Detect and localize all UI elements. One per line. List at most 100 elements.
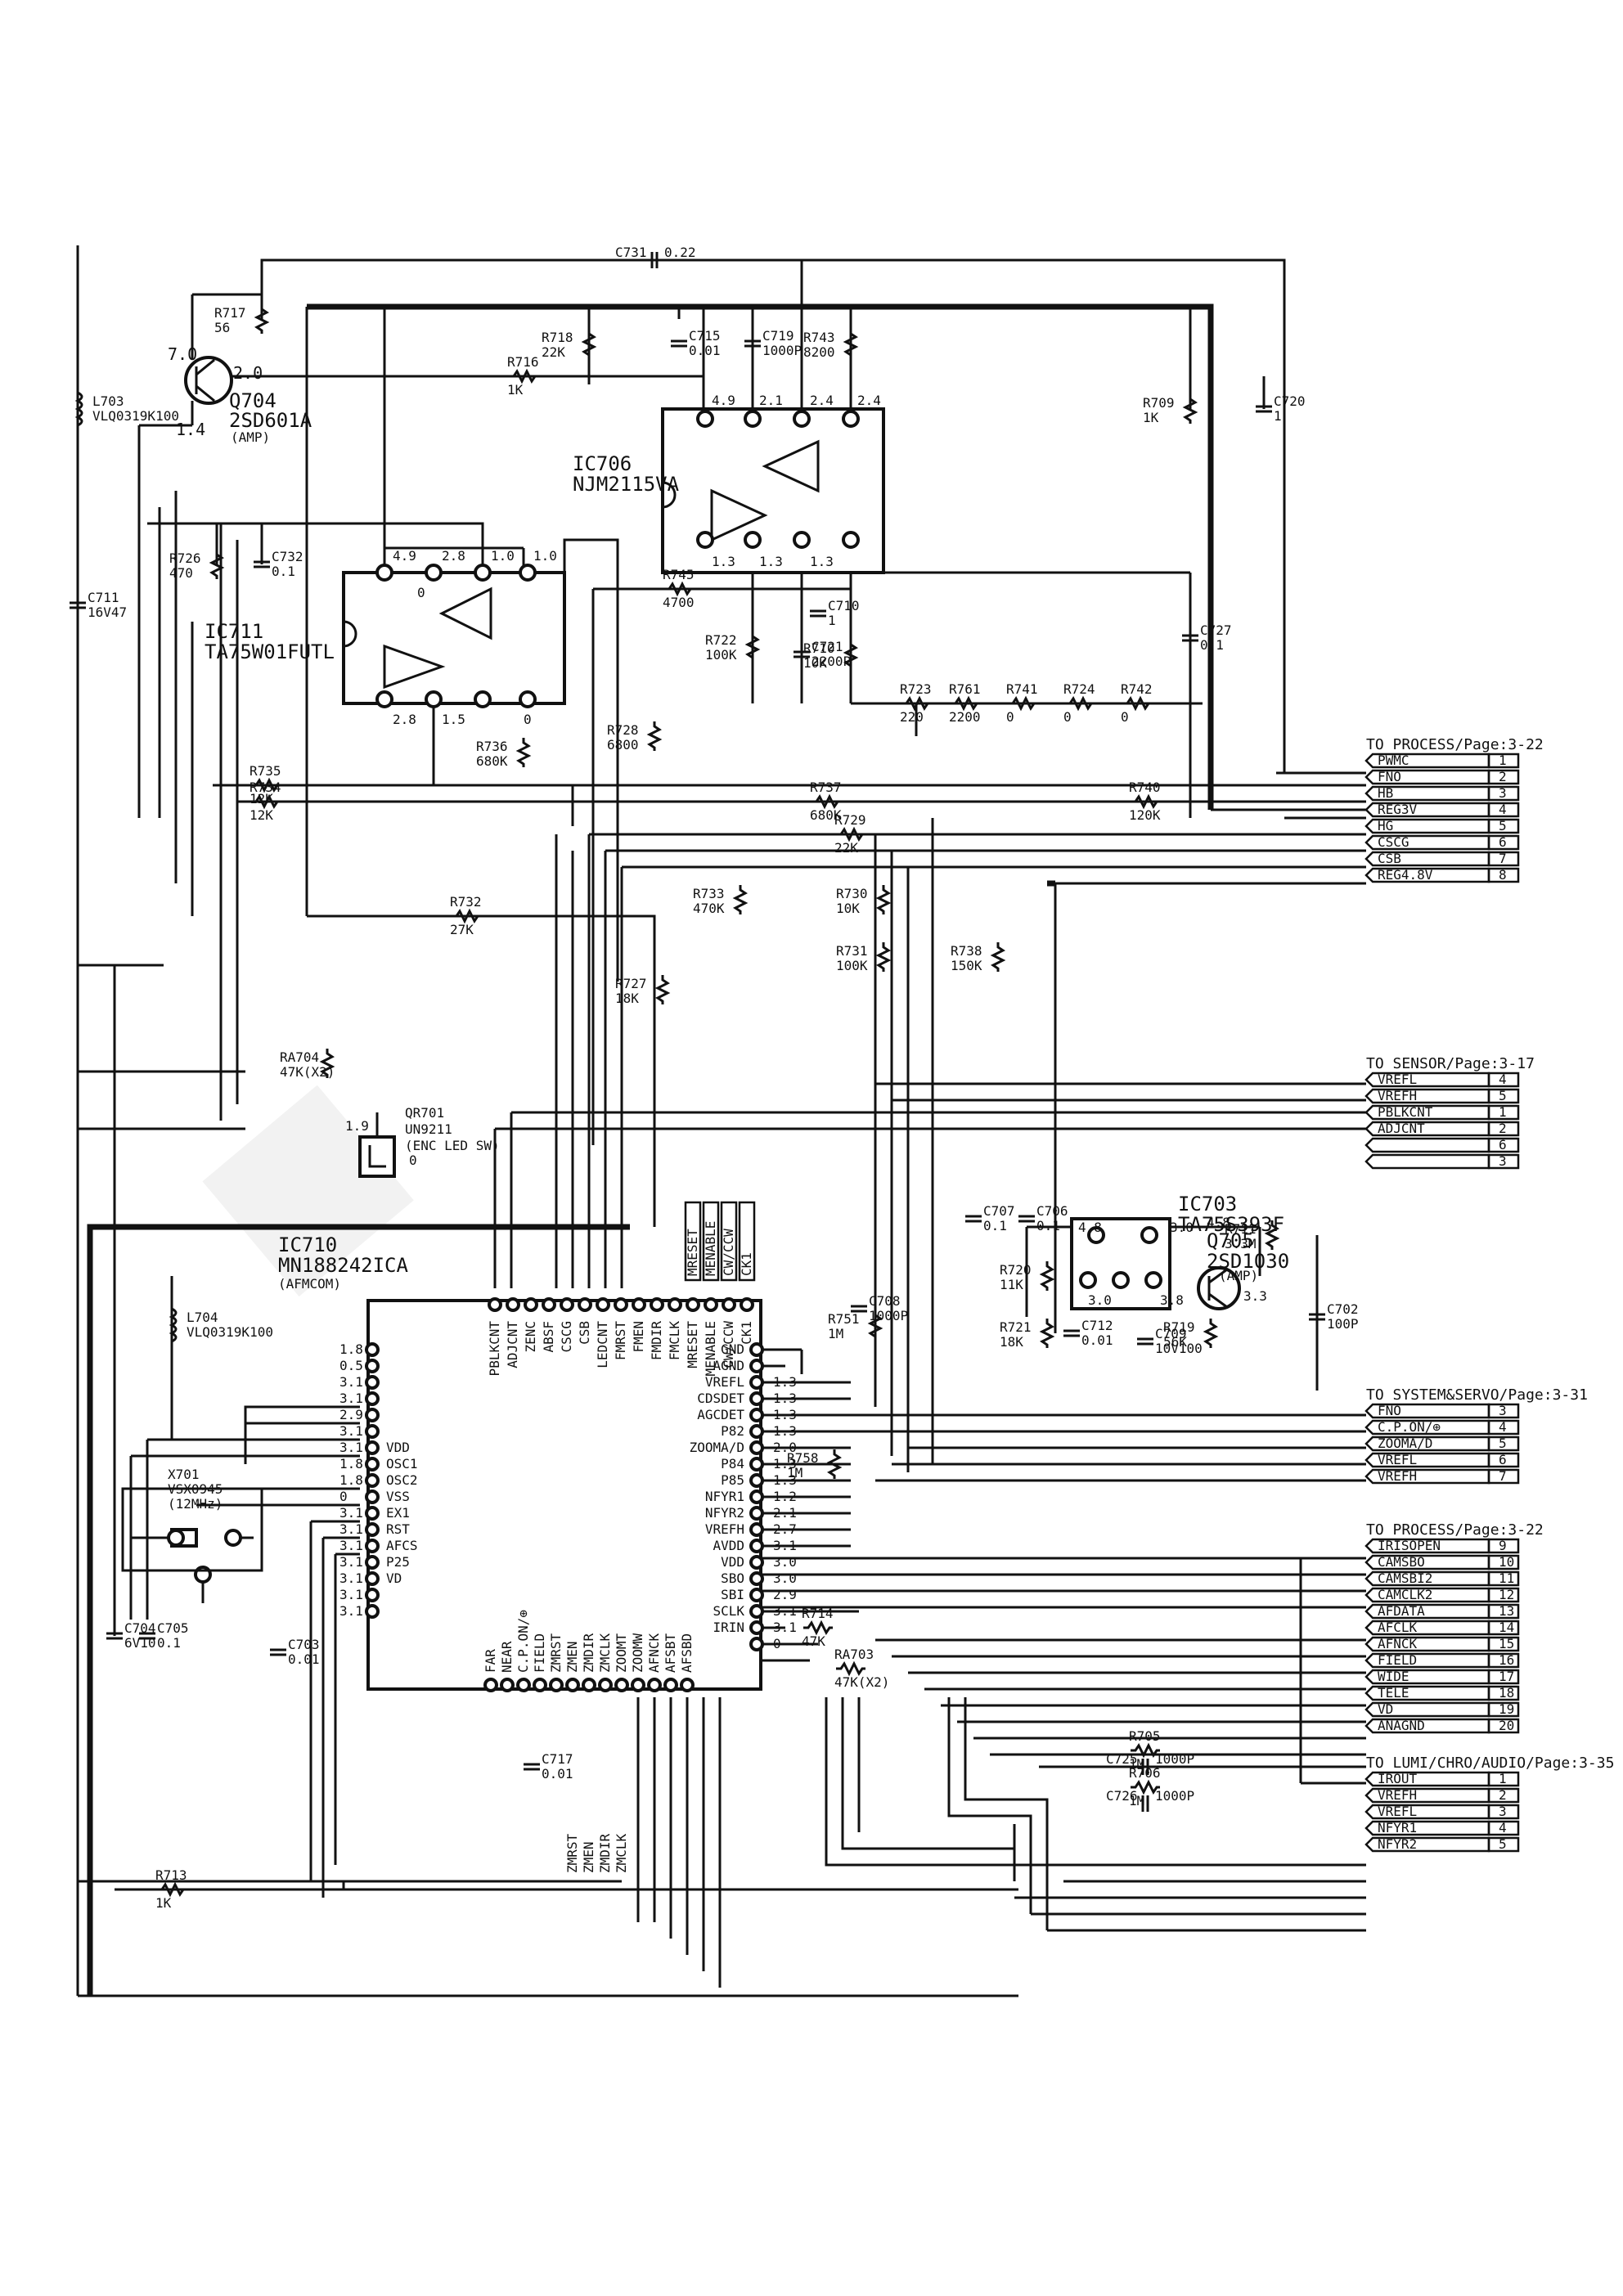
- ic710-top-pin: FMRST: [613, 1297, 628, 1361]
- resistor-ref: R722: [705, 632, 737, 648]
- resistor-ref: R718: [542, 330, 573, 345]
- resistor-value: 10K: [803, 655, 827, 671]
- ic710-left-pin: 1.8: [339, 1341, 380, 1357]
- resistor-r732: R732 27K: [450, 894, 482, 937]
- connector-pin: 7: [1499, 1468, 1507, 1484]
- pin-name: ZMCLK: [597, 1633, 613, 1673]
- capacitor-ref: C702: [1327, 1301, 1359, 1317]
- connector-signal: CAMCLK2: [1378, 1587, 1432, 1602]
- resistor-value: 10K: [836, 901, 860, 916]
- resistor-ref: R731: [836, 943, 868, 959]
- capacitor-value: 1000P: [762, 343, 802, 358]
- resistor-ref: R741: [1006, 681, 1038, 697]
- connector-signal: TELE: [1378, 1685, 1409, 1701]
- pin-name: FMRST: [613, 1321, 628, 1361]
- resistor-value: 120K: [1129, 807, 1161, 823]
- pin-name: MENABLE: [703, 1321, 718, 1376]
- ic710-bottom-pin: FIELD: [532, 1633, 547, 1692]
- capacitor-ref: C726: [1106, 1788, 1138, 1804]
- pin-name: VSS: [386, 1489, 410, 1504]
- capacitor-value: 1: [828, 613, 836, 628]
- connector-pin: 3: [1499, 1403, 1507, 1418]
- connector-pin: 4: [1499, 1820, 1507, 1835]
- resistor-ref: R716: [507, 354, 539, 370]
- resistor-ref: R726: [169, 550, 201, 566]
- ic710-right-pin: GND: [721, 1341, 764, 1357]
- pin-voltage: 3.1: [339, 1440, 363, 1455]
- connector-signal: REG3V: [1378, 802, 1418, 817]
- resistor-ref: R737: [810, 780, 842, 795]
- ic710-top-boxed-label: CK1: [738, 1201, 756, 1282]
- x701-freq: (12MHz): [168, 1496, 223, 1512]
- pin-name: CSB: [577, 1321, 592, 1345]
- connector-row: C.P.ON/⊕4: [1364, 1419, 1520, 1436]
- pin-name: AFSBD: [679, 1633, 695, 1673]
- resistor-ref: R723: [900, 681, 932, 697]
- capacitor-ref: C704: [124, 1620, 156, 1636]
- connector-signal: PWMC: [1378, 753, 1409, 768]
- passive-components: R71756R71822KR7161KR7438200R7091KR726470…: [70, 245, 1359, 1911]
- capacitor-ref: C710: [828, 598, 860, 613]
- pin-voltage: 2.0: [773, 1440, 797, 1455]
- resistor-ref: R714: [802, 1606, 834, 1621]
- pin-name: ZOOMT: [614, 1633, 629, 1673]
- pin-name: CW/CCW: [721, 1321, 736, 1368]
- connector-pin: 11: [1499, 1570, 1514, 1586]
- ic710-bottom-pin: NEAR: [499, 1641, 515, 1692]
- connector-signal: CAMSBI2: [1378, 1570, 1432, 1586]
- ic710-part: MN188242ICA: [278, 1254, 408, 1277]
- resistor-value: 220: [900, 709, 924, 725]
- resistor-ref: R732: [450, 894, 482, 910]
- resistor-value: 27K: [450, 922, 474, 937]
- resistor-value: 0: [1063, 709, 1072, 725]
- q704-volt-c: 7.0: [168, 344, 197, 364]
- connector-signal: IRISOPEN: [1378, 1538, 1441, 1553]
- resistor-value: 150K: [951, 958, 982, 973]
- pin-voltage: 1.2: [773, 1489, 797, 1504]
- ic710-top-pin: MENABLE: [703, 1297, 718, 1376]
- pin-voltage: 1.3: [773, 1374, 797, 1390]
- ic710-top-pin: FMCLK: [667, 1297, 682, 1360]
- connector-signal: CAMSBO: [1378, 1554, 1425, 1570]
- capacitor-value: 0.1: [983, 1218, 1007, 1233]
- resistor-value: 56: [214, 320, 230, 335]
- resistor-ref: R733: [693, 886, 725, 901]
- connector-pin: 2: [1499, 769, 1507, 784]
- pin-voltage: 1.3: [773, 1472, 797, 1488]
- qr701-switch: 1.9 0 QR701 UN9211 (ENC LED SW): [345, 1105, 500, 1178]
- ic710-top-pin: LEDCNT: [595, 1297, 610, 1368]
- connector-pin: 19: [1499, 1701, 1514, 1717]
- capacitor-value: 0.1: [157, 1635, 181, 1651]
- connector-signal: NFYR2: [1378, 1836, 1417, 1852]
- pin-name: VDD: [386, 1440, 410, 1455]
- pin-name: SCLK: [713, 1603, 744, 1619]
- connector-signal: ANAGND: [1378, 1718, 1425, 1733]
- pin-voltage: 3.0: [773, 1554, 797, 1570]
- pin-name: EX1: [386, 1505, 410, 1521]
- ic711-pin-volt-5: 2.8: [393, 712, 416, 727]
- capacitor-value: 10V100: [1155, 1341, 1203, 1356]
- resistor-value: 1M: [1129, 1793, 1144, 1808]
- capacitor-ref: C708: [869, 1293, 901, 1309]
- ic710-top-pin: CSCG: [559, 1297, 574, 1353]
- ic703-comparator: 4.8 3.0 3.0 3.8 IC703 TA75S393F: [1070, 1193, 1284, 1310]
